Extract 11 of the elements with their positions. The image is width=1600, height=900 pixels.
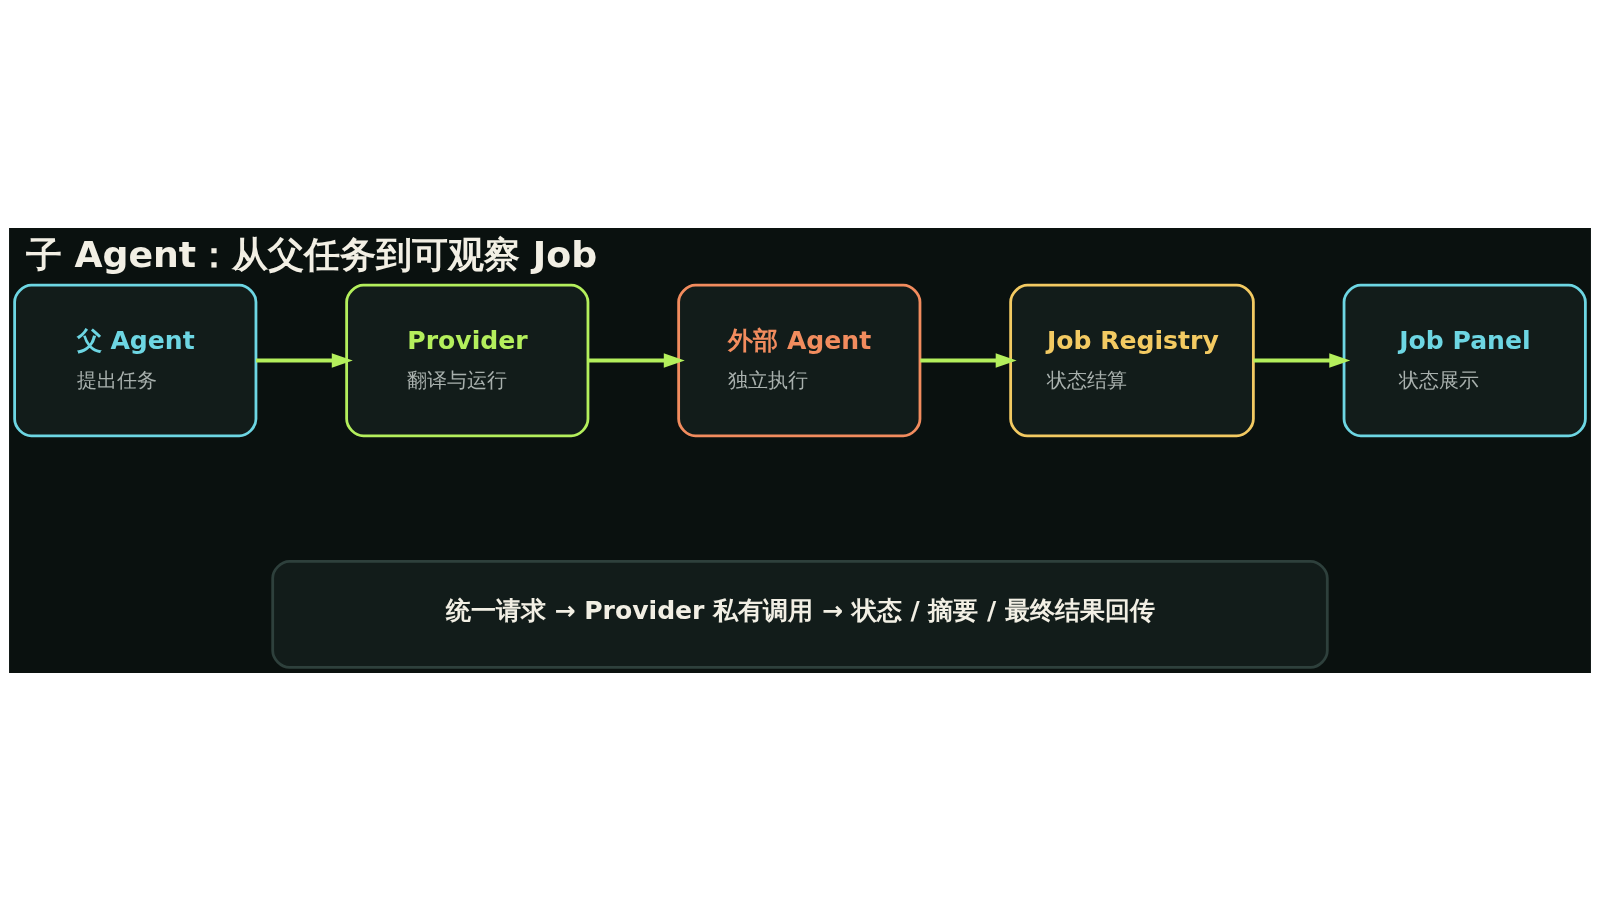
node-box: Job Panel 状态展示 [1342, 283, 1587, 437]
arrow [588, 352, 685, 368]
arrow [1253, 352, 1351, 368]
node-box: Job Registry 状态结算 [1009, 283, 1255, 437]
diagram-title: 子 Agent：从父任务到可观察 Job [25, 232, 598, 276]
arrow [256, 352, 353, 368]
arrow [920, 352, 1017, 368]
node-box: Provider 翻译与运行 [345, 283, 590, 437]
node-box: 父 Agent 提出任务 [13, 283, 258, 437]
node-box: 外部 Agent 独立执行 [677, 283, 922, 437]
node-box: 统一请求 → Provider 私有调用 → 状态 / 摘要 / 最终结果回传 [271, 559, 1329, 669]
